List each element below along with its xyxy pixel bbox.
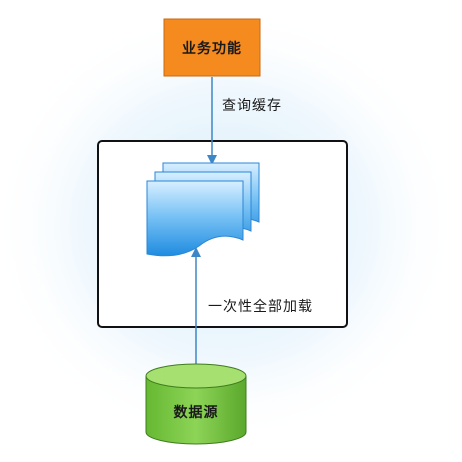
business-node-box[interactable] [163, 18, 261, 77]
business-node-label: 业务功能 [182, 40, 242, 57]
query-edge-label: 查询缓存 [222, 98, 282, 114]
load-edge-label: 一次性全部加载 [208, 299, 313, 315]
datasource-node-label: 数据源 [173, 405, 219, 421]
stacked-documents-icon [146, 162, 260, 257]
datasource-cylinder[interactable] [145, 363, 247, 445]
